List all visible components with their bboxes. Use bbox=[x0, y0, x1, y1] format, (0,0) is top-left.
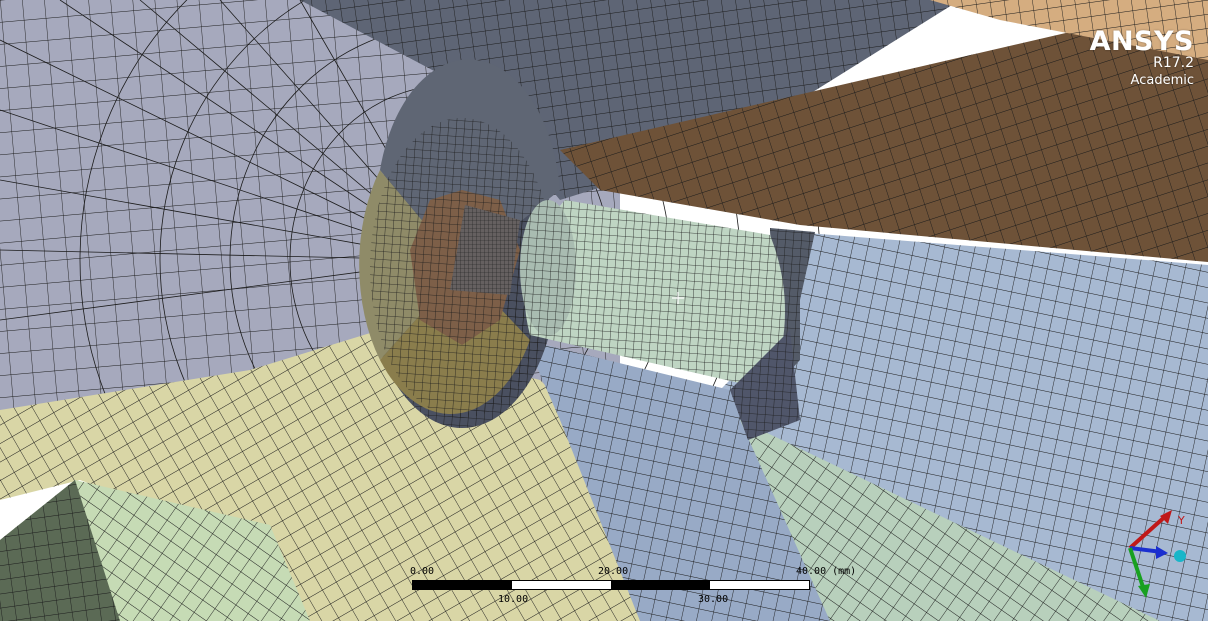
scale-tick-40: 40.00 (mm) bbox=[796, 566, 857, 577]
mesh-region-hole-sectors bbox=[359, 59, 560, 418]
brand-license: Academic bbox=[1130, 73, 1194, 89]
y-axis-label: Y bbox=[1177, 514, 1185, 527]
x-axis-arrowhead-icon bbox=[1156, 546, 1168, 559]
scale-tick-30: 30.00 bbox=[698, 594, 729, 605]
brand-name: ANSYS bbox=[1089, 26, 1194, 57]
y-axis-arrow bbox=[1128, 512, 1170, 550]
mesh-region-core bbox=[450, 205, 520, 295]
mesh-region-mint-cylinder bbox=[520, 200, 785, 390]
scale-tick-10: 10.00 bbox=[498, 594, 529, 605]
brand-version: R17.2 bbox=[1153, 55, 1194, 72]
origin-sphere-icon bbox=[1174, 550, 1186, 562]
scale-bar: 0.00 20.00 40.00 (mm) 10.00 30.00 bbox=[410, 566, 856, 618]
z-axis-arrowhead-icon bbox=[1138, 584, 1150, 598]
mesh-region-mint-strip bbox=[740, 420, 1160, 621]
scale-bar-segment bbox=[611, 581, 710, 589]
mesh-region-mint-block bbox=[0, 480, 310, 621]
z-axis-arrow bbox=[1128, 547, 1146, 591]
mesh-region-ring-lower bbox=[730, 330, 800, 440]
mesh-region-upper-band bbox=[300, 0, 960, 200]
mesh-region-blue-cylinder bbox=[720, 230, 1208, 621]
ansys-brand: ANSYS R17.2 Academic bbox=[1089, 26, 1194, 89]
crosshair-cursor-icon bbox=[672, 292, 684, 304]
mesh-region-brown-panel bbox=[560, 0, 1208, 262]
mesh-region-blue-wedge bbox=[525, 340, 840, 621]
y-axis-arrowhead-icon bbox=[1160, 510, 1172, 524]
scale-bar-track bbox=[412, 580, 810, 590]
scale-tick-0: 0.00 bbox=[410, 566, 435, 577]
axis-triad[interactable]: Y bbox=[1110, 510, 1200, 610]
scale-tick-20: 20.00 bbox=[598, 566, 629, 577]
scale-bar-segment bbox=[413, 581, 512, 589]
mesh-region-tan-corner bbox=[930, 0, 1208, 60]
